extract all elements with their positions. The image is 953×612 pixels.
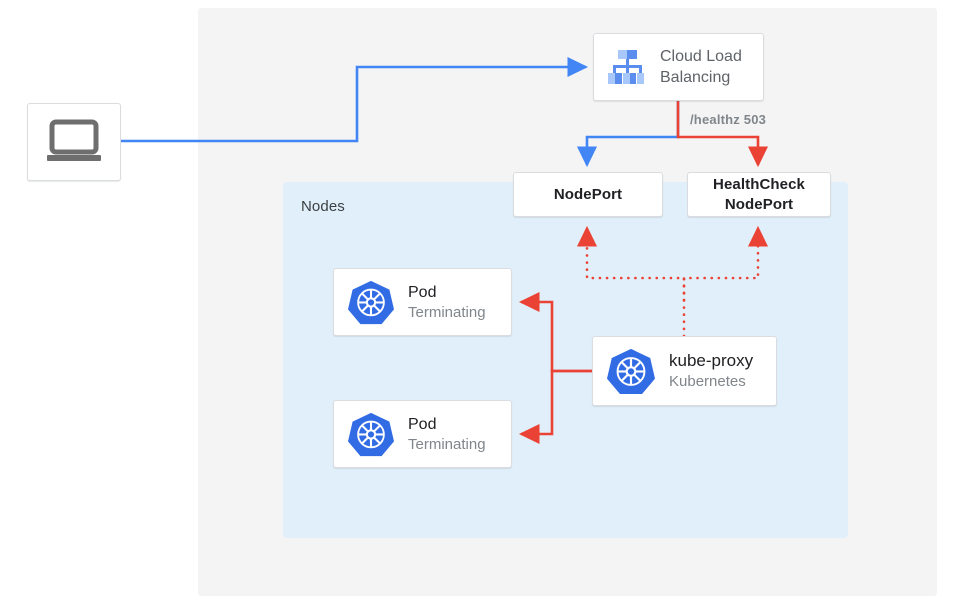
- nodeport-label: NodePort: [553, 185, 623, 203]
- cloud-load-balancing-label-line1: Cloud Load: [660, 48, 742, 65]
- healthcheck-nodeport-label-line1: HealthCheck: [713, 175, 805, 193]
- cloud-load-balancing-node[interactable]: Cloud Load Balancing: [593, 33, 764, 101]
- pod-name: Pod: [408, 283, 437, 301]
- kube-proxy-node[interactable]: kube-proxy Kubernetes: [592, 336, 777, 406]
- pod-status: Terminating: [408, 435, 486, 453]
- kube-proxy-name: kube-proxy: [669, 351, 754, 370]
- kube-proxy-text: kube-proxy Kubernetes: [669, 350, 753, 392]
- healthcheck-nodeport-label-line2: NodePort: [724, 195, 794, 213]
- laptop-icon: [28, 104, 120, 180]
- nodeport-node[interactable]: NodePort: [513, 172, 663, 217]
- pod-status: Terminating: [408, 303, 486, 321]
- pod-node[interactable]: Pod Terminating: [333, 268, 512, 336]
- cloud-load-balancing-label-line2: Balancing: [660, 69, 731, 86]
- kubernetes-icon: [607, 347, 655, 395]
- pod-name: Pod: [408, 415, 437, 433]
- healthz-edge-label: /healthz 503: [690, 112, 767, 127]
- pod-text: Pod Terminating: [408, 282, 486, 323]
- cloud-load-balancing-icon: [606, 48, 648, 86]
- kube-proxy-subtitle: Kubernetes: [669, 373, 746, 390]
- pod-node[interactable]: Pod Terminating: [333, 400, 512, 468]
- nodes-region-label: Nodes: [301, 198, 345, 215]
- cloud-load-balancing-label: Cloud Load Balancing: [660, 46, 742, 88]
- client-node[interactable]: [27, 103, 121, 181]
- kubernetes-icon: [348, 279, 394, 325]
- healthcheck-nodeport-node[interactable]: HealthCheck NodePort: [687, 172, 831, 217]
- kubernetes-icon: [348, 411, 394, 457]
- pod-text: Pod Terminating: [408, 414, 486, 455]
- healthcheck-nodeport-label: HealthCheck NodePort: [713, 175, 805, 215]
